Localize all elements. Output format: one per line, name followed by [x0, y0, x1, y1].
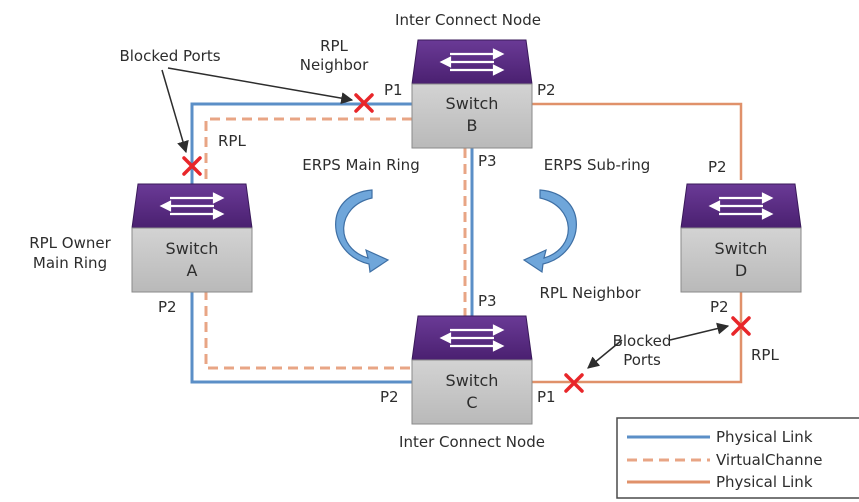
switch-b-port-p3-label: P3	[478, 152, 497, 170]
switch-c: Switch C	[411, 315, 533, 425]
switch-b: Switch B	[411, 39, 533, 149]
switch-d-letter: D	[735, 261, 747, 280]
switch-c-port-p2-label: P2	[380, 388, 399, 406]
inter-connect-node-top-label: Inter Connect Node	[395, 11, 541, 29]
switch-a-arrows-icon	[159, 192, 225, 220]
switch-b-arrows-icon	[439, 48, 505, 76]
erps-sub-ring-label: ERPS Sub-ring	[544, 156, 651, 174]
rpl-left-label: RPL	[218, 132, 246, 150]
sub-ring-physical-link	[532, 102, 743, 384]
switch-d-label: Switch	[715, 239, 768, 258]
switch-d-port-p2-bottom-label: P2	[710, 298, 729, 316]
legend: Physical Link VirtualChanne Physical Lin…	[616, 417, 859, 499]
annotation-arrows	[161, 67, 730, 369]
switch-a-label: Switch	[166, 239, 219, 258]
legend-label-physical-link-sub: Physical Link	[716, 473, 813, 491]
rpl-neighbor-top-label-line1: RPL	[320, 37, 348, 55]
switch-b-label: Switch	[446, 94, 499, 113]
switch-c-arrows-icon	[439, 324, 505, 352]
rpl-right-label: RPL	[751, 346, 779, 364]
erps-main-ring-label: ERPS Main Ring	[302, 156, 419, 174]
switch-b-port-p1-label: P1	[384, 81, 403, 99]
switch-c-letter: C	[466, 393, 477, 412]
rpl-neighbor-mid-label: RPL Neighbor	[539, 284, 641, 302]
switch-a: Switch A	[131, 183, 253, 293]
blocked-ports-bottom-label-line1: Blocked	[613, 332, 672, 350]
blocked-ports-bottom-label-line2: Ports	[623, 351, 661, 369]
switch-b-letter: B	[467, 116, 478, 135]
switch-d: Switch D	[680, 183, 802, 293]
switch-c-port-p1-label: P1	[537, 388, 556, 406]
blocked-ports-top-label: Blocked Ports	[119, 47, 220, 65]
switch-d-port-p2-top-label: P2	[708, 158, 727, 176]
switch-b-port-p2-label: P2	[537, 81, 556, 99]
inter-connect-node-bottom-label: Inter Connect Node	[399, 433, 545, 451]
legend-box	[616, 417, 859, 499]
sub-ring-rotation-arrow-icon	[522, 189, 577, 274]
blocked-port-x-icon	[564, 373, 584, 393]
switch-c-port-p3-label: P3	[478, 292, 497, 310]
legend-label-physical-link-main: Physical Link	[716, 428, 813, 446]
switch-a-port-p2-label: P2	[158, 298, 177, 316]
switch-d-arrows-icon	[708, 192, 774, 220]
rpl-owner-label-line1: RPL Owner	[29, 234, 111, 252]
main-ring-physical-link	[190, 102, 474, 384]
legend-label-virtual-channel: VirtualChanne	[716, 451, 822, 469]
rpl-neighbor-top-label-line2: Neighbor	[300, 56, 369, 74]
switch-c-label: Switch	[446, 371, 499, 390]
blocked-port-x-icon	[731, 316, 751, 336]
rpl-owner-label-line2: Main Ring	[33, 254, 107, 272]
blocked-port-x-icon	[182, 156, 202, 176]
switch-a-letter: A	[187, 261, 198, 280]
main-ring-rotation-arrow-icon	[335, 189, 390, 274]
virtual-channel-link	[204, 117, 467, 370]
blocked-port-x-icon	[354, 93, 374, 113]
